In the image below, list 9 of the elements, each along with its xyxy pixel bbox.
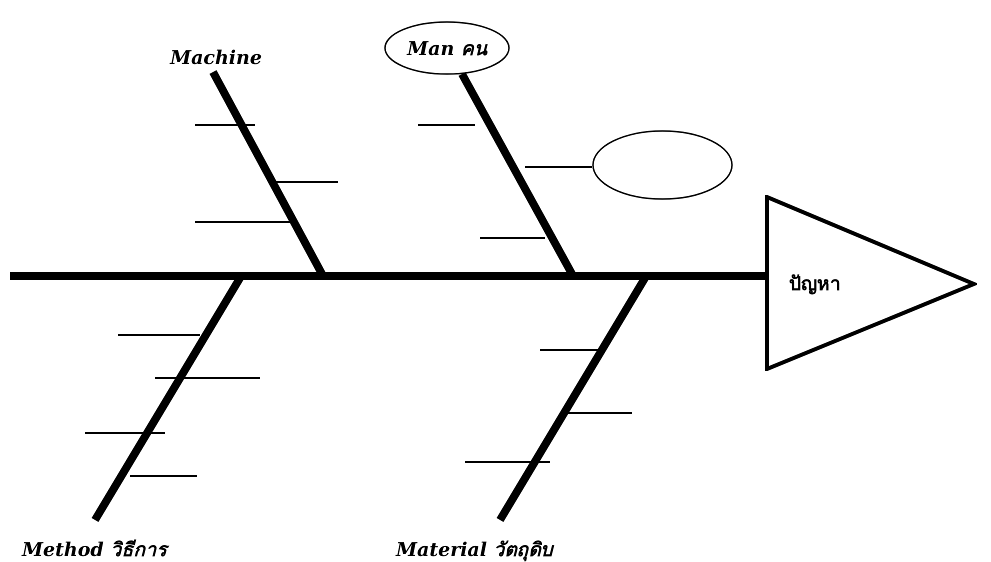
problem-label: ปัญหา xyxy=(789,272,841,297)
ellipse xyxy=(592,130,733,200)
bone-line xyxy=(525,166,592,168)
triangle-head xyxy=(765,195,977,371)
category-label: Machine xyxy=(170,47,262,69)
ellipse xyxy=(384,21,510,75)
spine-line xyxy=(10,272,765,280)
category-label: Material วัตถุดิบ xyxy=(396,538,553,562)
category-label: Man คน xyxy=(407,37,487,62)
